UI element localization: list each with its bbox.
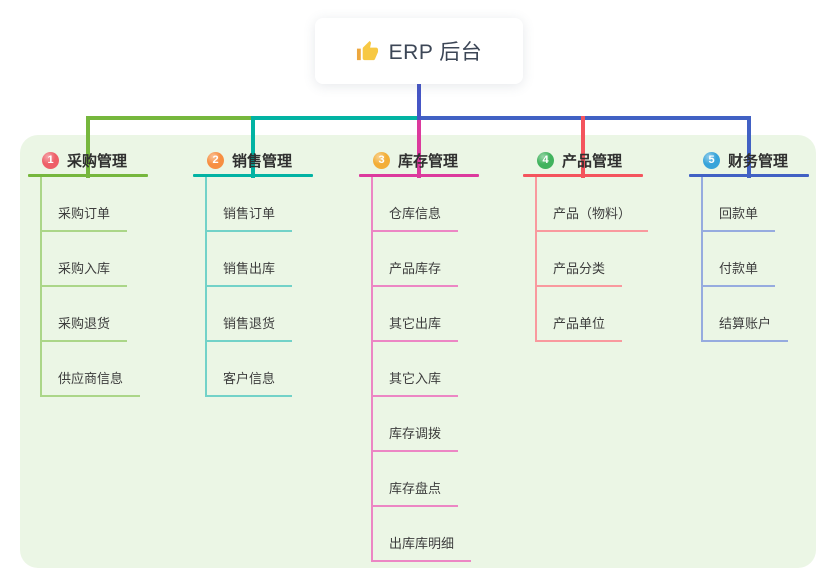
child-node[interactable]: 付款单 (701, 232, 776, 287)
child-label: 其它入库 (389, 371, 442, 386)
child-label: 出库库明细 (389, 536, 455, 551)
child-node[interactable]: 产品分类 (535, 232, 623, 287)
child-node[interactable]: 销售订单 (205, 177, 293, 232)
child-label: 付款单 (719, 261, 759, 276)
branch-node-5[interactable]: 5 财务管理 (689, 146, 839, 174)
child-label: 供应商信息 (58, 371, 124, 386)
branch-children: 采购订单采购入库采购退货供应商信息 (28, 177, 188, 397)
branch-underline (359, 174, 479, 177)
branch-3: 3 库存管理仓库信息产品库存其它出库其它入库库存调拨库存盘点出库库明细 (359, 146, 519, 562)
child-label: 产品单位 (553, 316, 606, 331)
child-label: 销售出库 (223, 261, 276, 276)
child-node[interactable]: 回款单 (701, 177, 776, 232)
child-node[interactable]: 产品库存 (371, 232, 459, 287)
root-node[interactable]: ERP 后台 (315, 18, 523, 84)
child-label: 产品分类 (553, 261, 606, 276)
child-label: 采购订单 (58, 206, 111, 221)
branch-title: 库存管理 (398, 152, 459, 170)
branch-children: 回款单付款单结算账户 (689, 177, 839, 342)
child-label: 回款单 (719, 206, 759, 221)
child-label: 库存盘点 (389, 481, 442, 496)
child-label: 其它出库 (389, 316, 442, 331)
child-label: 产品库存 (389, 261, 442, 276)
child-label: 客户信息 (223, 371, 276, 386)
child-node[interactable]: 采购退货 (40, 287, 128, 342)
branch-number-badge: 5 (703, 151, 720, 169)
child-label: 结算账户 (719, 316, 772, 331)
branch-underline (193, 174, 313, 177)
branch-number-badge: 3 (373, 151, 390, 169)
branch-underline (523, 174, 643, 177)
child-node[interactable]: 产品单位 (535, 287, 623, 342)
children-connector-line (701, 177, 703, 342)
connector-root-stem (417, 84, 421, 120)
child-label: 销售订单 (223, 206, 276, 221)
child-node[interactable]: 采购订单 (40, 177, 128, 232)
root-title: ERP 后台 (388, 41, 483, 64)
branch-number-badge: 4 (537, 151, 554, 169)
branch-node-4[interactable]: 4 产品管理 (523, 146, 683, 174)
child-node[interactable]: 采购入库 (40, 232, 128, 287)
connector-horizontal-mid (251, 116, 419, 120)
branch-underline (28, 174, 148, 177)
connector-horizontal-left (86, 116, 253, 120)
child-node[interactable]: 产品（物料） (535, 177, 649, 232)
child-node[interactable]: 销售退货 (205, 287, 293, 342)
children-connector-line (535, 177, 537, 342)
child-node[interactable]: 其它入库 (371, 342, 459, 397)
child-node[interactable]: 客户信息 (205, 342, 293, 397)
connector-drop-2 (251, 116, 255, 178)
branch-5: 5 财务管理回款单付款单结算账户 (689, 146, 839, 342)
branch-children: 销售订单销售出库销售退货客户信息 (193, 177, 353, 397)
branch-underline (689, 174, 809, 177)
child-node[interactable]: 销售出库 (205, 232, 293, 287)
child-label: 库存调拨 (389, 426, 442, 441)
connector-drop-5 (747, 116, 751, 178)
branch-title: 销售管理 (232, 152, 293, 170)
child-node[interactable]: 其它出库 (371, 287, 459, 342)
connector-drop-3 (417, 116, 421, 178)
child-node[interactable]: 仓库信息 (371, 177, 459, 232)
children-connector-line (205, 177, 207, 397)
branch-children: 仓库信息产品库存其它出库其它入库库存调拨库存盘点出库库明细 (359, 177, 519, 562)
child-label: 采购入库 (58, 261, 111, 276)
branch-title: 采购管理 (67, 152, 128, 170)
branch-node-3[interactable]: 3 库存管理 (359, 146, 519, 174)
child-node[interactable]: 库存调拨 (371, 397, 459, 452)
branch-node-2[interactable]: 2 销售管理 (193, 146, 353, 174)
child-node[interactable]: 结算账户 (701, 287, 789, 342)
child-label: 采购退货 (58, 316, 111, 331)
branch-title: 产品管理 (562, 152, 623, 170)
mindmap-canvas (20, 135, 816, 568)
branch-title: 财务管理 (728, 152, 789, 170)
branch-number-badge: 2 (207, 151, 224, 169)
branch-4: 4 产品管理产品（物料） 产品分类产品单位 (523, 146, 683, 342)
branch-children: 产品（物料） 产品分类产品单位 (523, 177, 683, 342)
children-connector-line (371, 177, 373, 562)
connector-horizontal-right (419, 116, 751, 120)
child-node[interactable]: 库存盘点 (371, 452, 459, 507)
branch-node-1[interactable]: 1 采购管理 (28, 146, 188, 174)
branch-2: 2 销售管理销售订单销售出库销售退货客户信息 (193, 146, 353, 397)
thumbs-up-icon (356, 40, 378, 60)
children-connector-line (40, 177, 42, 397)
connector-drop-4 (581, 116, 585, 178)
branch-number-badge: 1 (42, 151, 59, 169)
child-node[interactable]: 供应商信息 (40, 342, 141, 397)
connector-drop-1 (86, 116, 90, 178)
branch-1: 1 采购管理采购订单采购入库采购退货供应商信息 (28, 146, 188, 397)
child-label: 销售退货 (223, 316, 276, 331)
child-label: 仓库信息 (389, 206, 442, 221)
child-label: 产品（物料） (553, 206, 632, 221)
child-node[interactable]: 出库库明细 (371, 507, 472, 562)
